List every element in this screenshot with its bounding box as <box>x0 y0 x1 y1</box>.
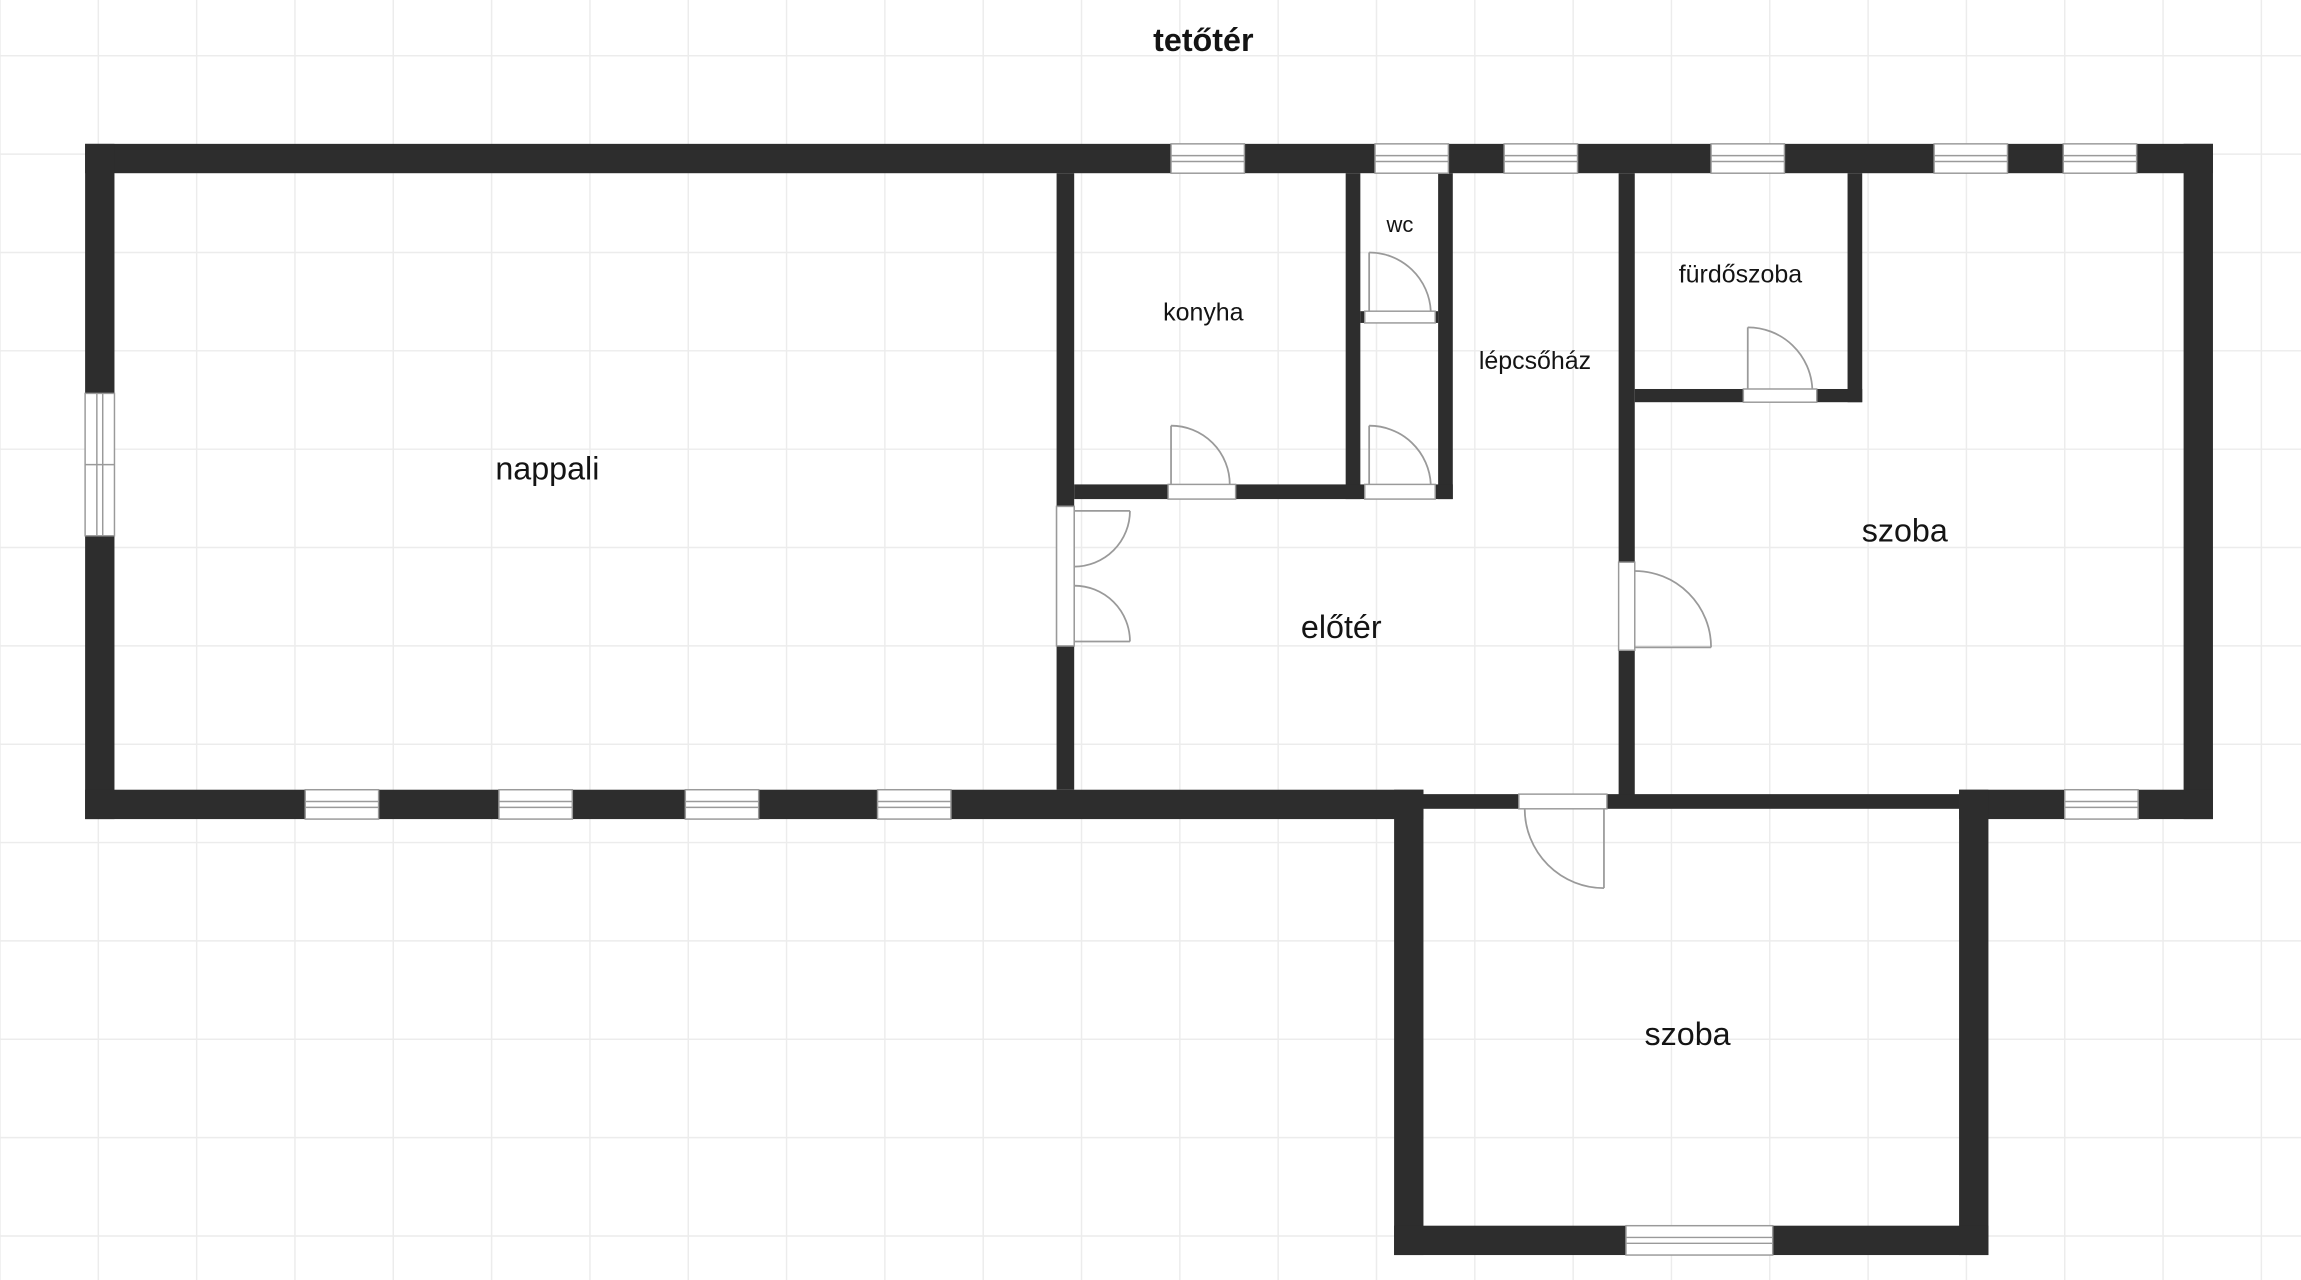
window <box>1374 143 1450 174</box>
door <box>1364 424 1436 500</box>
wall-lower-right <box>1959 789 1989 1256</box>
door <box>1617 561 1712 652</box>
door <box>1742 326 1818 403</box>
wall-lower-top <box>1423 794 1960 809</box>
room-label-lepcsohaz: lépcsőház <box>1479 347 1591 375</box>
room-label-furdoszoba: fürdőszoba <box>1679 261 1802 289</box>
window <box>1625 1224 1774 1256</box>
wall-nappali-right <box>1056 173 1075 790</box>
window <box>1933 143 2009 174</box>
room-label-szoba-right: szoba <box>1862 512 1948 548</box>
wall-stair-right <box>1618 173 1635 805</box>
wall-bath-right <box>1847 173 1863 403</box>
door <box>1518 793 1608 889</box>
floor-title: tetőtér <box>1153 22 1254 58</box>
window <box>1503 143 1579 174</box>
wall-top <box>85 143 2213 174</box>
wall-right <box>2183 143 2213 820</box>
window <box>876 788 952 820</box>
wall-konyha-right <box>1345 173 1361 500</box>
room-label-eloter: előtér <box>1301 609 1382 645</box>
room-label-wc: wc <box>1386 212 1414 237</box>
window <box>1170 143 1246 174</box>
window <box>1710 143 1786 174</box>
room-label-nappali: nappali <box>495 451 599 487</box>
door <box>1055 505 1131 647</box>
window <box>304 788 380 820</box>
door <box>1364 251 1436 324</box>
window <box>684 788 760 820</box>
window <box>2064 788 2139 820</box>
window <box>498 788 574 820</box>
windows <box>84 143 2139 1256</box>
doors <box>1055 251 1818 889</box>
walls <box>85 143 2213 1256</box>
room-label-szoba-bottom: szoba <box>1645 1016 1731 1052</box>
window <box>2062 143 2138 174</box>
wall-wc-right <box>1438 173 1453 500</box>
door <box>1167 424 1237 500</box>
room-label-konyha: konyha <box>1163 299 1244 327</box>
window <box>84 392 116 537</box>
wall-lower-left <box>1394 789 1424 1256</box>
